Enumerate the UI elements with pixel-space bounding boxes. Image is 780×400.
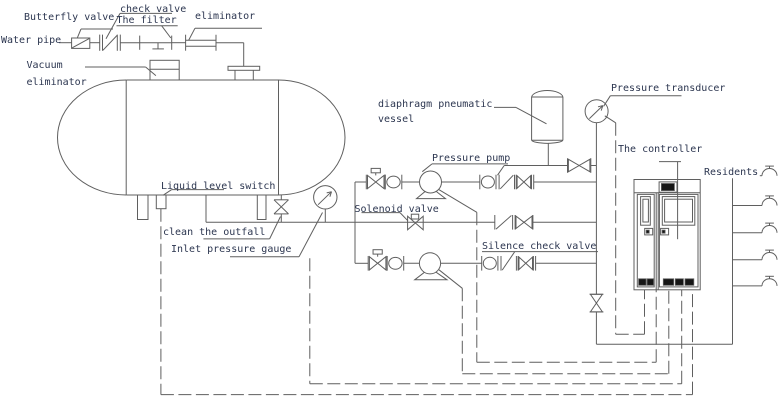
pump-branch-top [355,167,597,200]
filter [139,35,173,50]
bottom-gate-valve [517,255,534,271]
label-the-filter: The filter [116,15,177,27]
middle-branch [494,215,597,230]
pressure-transducer [584,99,609,124]
label-diaphragm-vessel: vessel [378,113,415,125]
label-butterfly-valve: Butterfly valve [24,11,115,23]
drain-valve [273,199,289,215]
tap [732,195,778,206]
bottom-flex-joint [386,256,405,271]
vent [638,278,647,286]
tap [732,222,778,234]
eliminator [185,34,217,51]
right-door [658,193,699,288]
bottom-inlet-valve [367,249,388,271]
label-vacuum-eliminator: Vacuum [26,60,63,72]
top-discharge-flex [479,174,497,190]
top-check-valve [498,174,515,190]
inlet-nozzle [227,65,261,80]
label-check-valve: check valve [120,3,187,15]
top-gate-valve [515,174,532,190]
butterfly-valve [71,37,91,49]
left-door [636,193,655,288]
vacuum-eliminator-box [149,59,180,81]
middle-check-valve [494,215,514,230]
tap [732,275,778,287]
residents-riser [732,165,778,287]
tank-right-dome [278,79,346,196]
middle-gate-valve [514,215,534,230]
tap [732,249,778,261]
tap [759,165,778,177]
top-inlet-valve [365,167,386,190]
label-vacuum-eliminator: eliminator [26,76,87,88]
vent [684,278,695,286]
label-water-pipe: Water pipe [1,34,62,46]
label-pressure-transducer: Pressure transducer [611,83,726,95]
pressure-pump-bottom [413,252,449,281]
label-the-controller: The controller [618,143,703,155]
label-residents: Residents [704,167,759,179]
controller-cabinet [633,179,701,291]
control-lines [160,115,693,396]
bottom-discharge-flex [481,256,499,271]
tank-left-dome [57,79,127,196]
label-silence-check-valve: Silence check valve [482,240,597,252]
label-solenoid-valve: Solenoid valve [354,204,439,215]
pressure-pump-top [415,170,447,200]
silence-check-valve [500,251,517,271]
tank-right-leg [256,194,267,220]
label-leaders [76,12,682,258]
check-valve [99,34,121,51]
right-handle [660,227,670,236]
main-outlet-valve [589,293,604,313]
level-switch-fitting [155,194,167,210]
label-eliminator: eliminator [195,11,256,23]
top-flex-joint [384,174,403,190]
outfall-drain [273,195,289,223]
vessel-valve [567,158,592,173]
left-handle [644,227,654,236]
vent [646,278,654,286]
vessel-pipe [497,143,597,176]
label-inlet-pressure-gauge: Inlet pressure gauge [171,243,292,255]
tank-left-leg [137,194,149,220]
inlet-pressure-gauge [313,185,338,210]
vent [674,278,684,286]
storage-tank [57,59,346,223]
vent [662,278,675,286]
label-diaphragm-vessel: diaphragm pneumatic [378,98,493,110]
pneumatic-vessel [531,90,564,144]
solenoid-valve [407,213,424,231]
inlet-water-line [59,34,245,67]
label-liquid-level-switch: Liquid level switch [161,180,276,192]
label-clean-the-outfall: clean the outfall [163,227,266,239]
label-pressure-pump: Pressure pump [432,152,511,164]
pump-branch-bottom [355,249,597,281]
